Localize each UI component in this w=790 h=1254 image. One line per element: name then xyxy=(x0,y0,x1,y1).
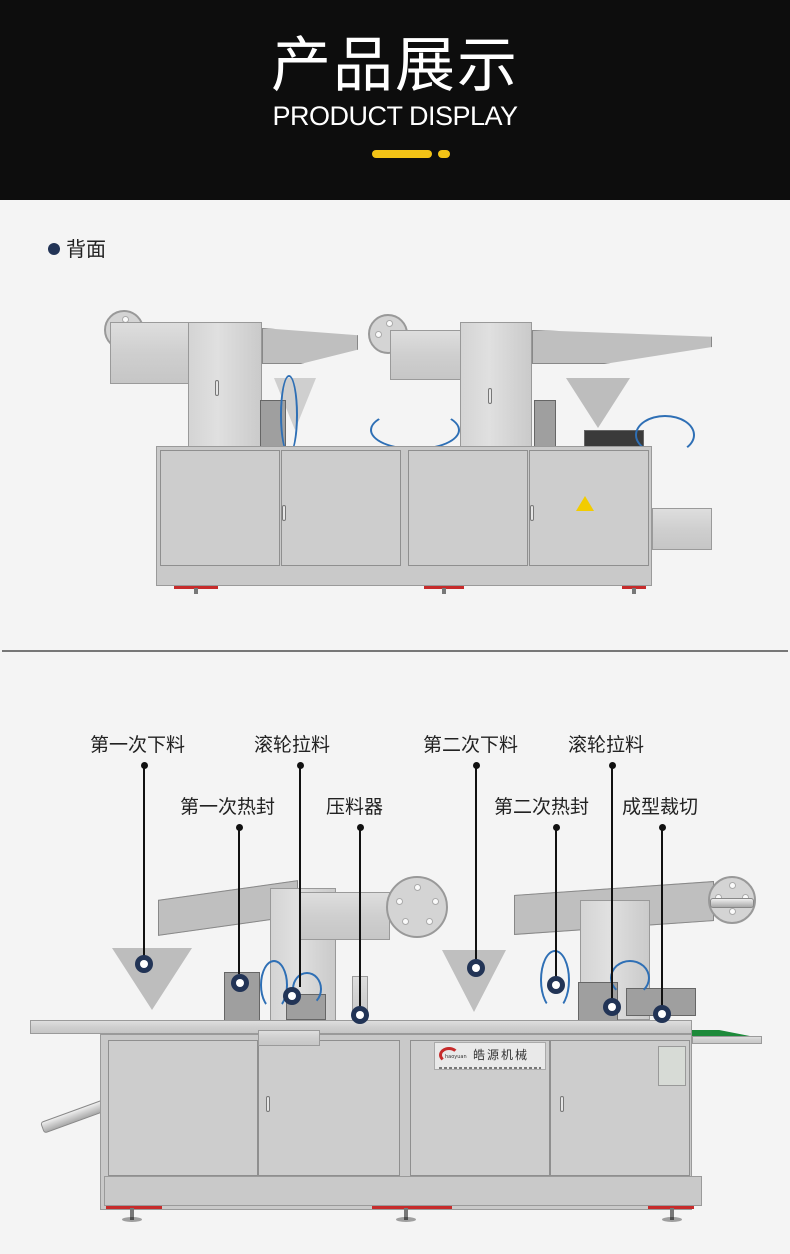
cabinet-door xyxy=(108,1040,258,1176)
callout-label-forming-cutting: 成型裁切 xyxy=(622,796,699,818)
callout-label-first-feeding: 第一次下料 xyxy=(90,734,186,756)
foot-leg xyxy=(670,1208,674,1220)
callout-marker-forming-cutting[interactable] xyxy=(653,1005,671,1023)
film-support-frame xyxy=(300,892,390,940)
callout-label-second-feeding: 第二次下料 xyxy=(423,734,519,756)
foot-pad xyxy=(648,1206,694,1209)
foot-leg xyxy=(194,588,198,594)
callout-label-roller-pull-1: 滚轮拉料 xyxy=(254,734,331,756)
foot-shadow xyxy=(662,1217,682,1222)
callout-marker-presser[interactable] xyxy=(351,1006,369,1024)
foot-pad xyxy=(372,1206,452,1209)
callout-leader-line xyxy=(359,828,361,1008)
callout-anchor-dot xyxy=(553,824,560,831)
heat-seal-unit xyxy=(534,400,556,450)
door-handle xyxy=(215,380,219,396)
nameplate-fine-print xyxy=(439,1067,541,1069)
accent-bar xyxy=(372,150,432,158)
foot-shadow xyxy=(122,1217,142,1222)
door-handle xyxy=(488,388,492,404)
air-hose xyxy=(260,960,288,1010)
callout-marker-roller-pull-2[interactable] xyxy=(603,998,621,1016)
foot-pad xyxy=(622,586,646,589)
brand-logo-icon xyxy=(439,1047,459,1063)
callout-marker-second-feeding[interactable] xyxy=(467,959,485,977)
spec-plate xyxy=(658,1046,686,1086)
foot-leg xyxy=(404,1208,408,1220)
machine-image-back xyxy=(90,300,730,600)
output-conveyor-frame xyxy=(692,1036,762,1044)
foot-leg xyxy=(632,588,636,594)
cabinet-door xyxy=(258,1040,400,1176)
callout-anchor-dot xyxy=(141,762,148,769)
callout-leader-line xyxy=(475,766,477,960)
header-banner: 产品展示 PRODUCT DISPLAY xyxy=(0,0,790,200)
foot-leg xyxy=(130,1208,134,1220)
callout-leader-line xyxy=(238,828,240,974)
callout-anchor-dot xyxy=(473,762,480,769)
callout-leader-line xyxy=(611,766,613,1004)
door-handle xyxy=(530,505,534,521)
callout-label-presser: 压料器 xyxy=(326,796,384,818)
accent-dot xyxy=(438,150,450,158)
hopper xyxy=(112,948,192,1010)
cabinet-door xyxy=(160,450,280,566)
brand-name: 皓源机械 xyxy=(473,1048,530,1062)
bracket-arm xyxy=(532,330,712,364)
callout-anchor-dot xyxy=(297,762,304,769)
cabinet-door xyxy=(281,450,401,566)
callout-label-first-heat-seal: 第一次热封 xyxy=(180,796,276,818)
door-handle xyxy=(282,505,286,521)
callout-anchor-dot xyxy=(357,824,364,831)
callout-marker-first-feeding[interactable] xyxy=(135,955,153,973)
callout-anchor-dot xyxy=(609,762,616,769)
callout-label-second-heat-seal: 第二次热封 xyxy=(494,796,590,818)
callout-marker-first-heat-seal[interactable] xyxy=(231,974,249,992)
callout-anchor-dot xyxy=(659,824,666,831)
section-label-back: 背面 xyxy=(48,236,106,262)
callout-label-roller-pull-2: 滚轮拉料 xyxy=(568,734,645,756)
plinth xyxy=(104,1176,702,1206)
door-handle xyxy=(560,1096,564,1112)
cabinet-door xyxy=(408,450,528,566)
foot-leg xyxy=(442,588,446,594)
air-hose xyxy=(610,960,650,996)
brand-logo-text: haoyuan xyxy=(445,1054,467,1060)
section-title: 背面 xyxy=(66,237,106,261)
callout-leader-line xyxy=(661,828,663,1012)
callout-marker-second-heat-seal[interactable] xyxy=(547,976,565,994)
foot-pad xyxy=(106,1206,162,1209)
brand-nameplate: haoyuan 皓源机械 xyxy=(434,1042,546,1070)
page-title: 产品展示 xyxy=(271,31,519,101)
callout-anchor-dot xyxy=(236,824,243,831)
hopper xyxy=(566,378,630,428)
callout-leader-line xyxy=(555,828,557,980)
machine-image-front: haoyuan 皓源机械 xyxy=(30,860,770,1254)
output-conveyor xyxy=(692,1030,760,1038)
section-divider xyxy=(2,650,788,652)
callout-leader-line xyxy=(299,766,301,987)
discharge-tray xyxy=(652,508,712,550)
foot-pad xyxy=(174,586,218,589)
callout-marker-roller-pull-1[interactable] xyxy=(283,987,301,1005)
reel-wheel-icon xyxy=(386,876,448,938)
air-hose xyxy=(370,410,460,450)
foot-shadow xyxy=(396,1217,416,1222)
tower-right xyxy=(460,322,532,452)
high-voltage-warning-icon xyxy=(576,496,594,511)
bullet-icon xyxy=(48,243,60,255)
control-panel-box xyxy=(258,1030,320,1046)
foot-pad xyxy=(424,586,464,589)
door-handle xyxy=(266,1096,270,1112)
film-roller xyxy=(710,898,754,908)
callout-leader-line xyxy=(143,766,145,956)
air-hose xyxy=(280,375,298,455)
tower-left xyxy=(188,322,262,452)
page-subtitle: PRODUCT DISPLAY xyxy=(272,101,518,131)
air-hose xyxy=(635,415,695,455)
bracket-arm xyxy=(262,328,358,364)
